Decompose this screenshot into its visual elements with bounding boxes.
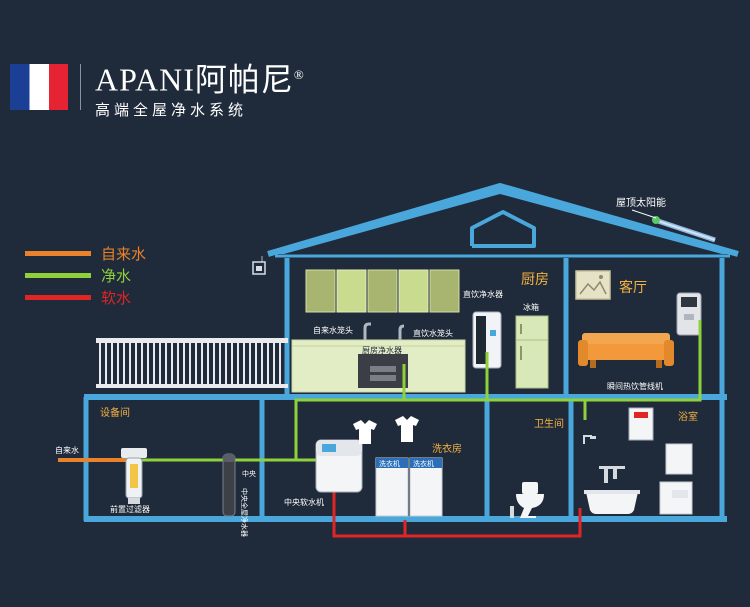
legend: 自来水 净水 软水 [25, 242, 146, 308]
water-heater-icon [628, 407, 654, 441]
fridge-label: 冰箱 [523, 302, 539, 312]
legend-item-tap-water: 自来水 [25, 242, 146, 264]
shirt-icon [353, 420, 377, 444]
direct-drink-faucet-icon [398, 324, 405, 340]
toilet-icon [516, 482, 544, 518]
kitchen-purifier-label: 厨房净水器 [362, 345, 402, 355]
bathtub-icon [584, 490, 640, 514]
roof [267, 183, 739, 258]
legend-label: 净水 [101, 266, 132, 285]
instant-hot-dispenser-label: 瞬间热饮管线机 [607, 381, 663, 391]
brand-name-cn: 阿帕尼 [194, 61, 294, 98]
whole-house-purifier-icon [222, 453, 236, 517]
solar-panel-icon [652, 216, 716, 243]
whole-house-purifier-label-1: 中央 [242, 469, 256, 478]
kitchen-counter [291, 339, 466, 393]
central-softener-icon [315, 439, 363, 493]
whole-house-purifier-label: 中央全屋净水器 [240, 488, 249, 537]
shirt-icons [353, 416, 419, 444]
toilet-brush-icon [510, 506, 514, 518]
shirt-icon [395, 416, 419, 442]
legend-label: 软水 [101, 288, 132, 307]
legend-swatch [25, 250, 91, 256]
upper-floor-walls [284, 258, 725, 397]
legend-item-pure-water: 净水 [25, 264, 146, 286]
registered-mark: ® [293, 67, 305, 82]
wall-lamp-icon [252, 256, 266, 275]
laundry-label: 洗衣房 [432, 442, 462, 455]
wall-painting-icon [575, 270, 611, 300]
sofa-icon [578, 333, 674, 368]
legend-item-soft-water: 软水 [25, 286, 146, 308]
pre-filter-icon [121, 448, 147, 504]
washing-machines [375, 457, 443, 517]
faucet-icon [363, 322, 371, 340]
living-room-label: 客厅 [619, 279, 647, 296]
soft-water-pipes [332, 488, 582, 538]
shower-icon [583, 435, 596, 444]
legend-label: 自来水 [101, 244, 147, 263]
legend-swatch [25, 272, 91, 278]
roof-solar-label: 屋顶太阳能 [616, 196, 666, 209]
faucet-label: 自来水笼头 [313, 325, 353, 335]
kitchen-upper-cabinets [305, 269, 460, 313]
washbasin-icon [659, 443, 693, 515]
fridge-icon [515, 315, 549, 389]
tap-water-inlet-label: 自来水 [55, 445, 79, 455]
equipment-room-label: 设备间 [100, 406, 130, 419]
instant-hot-dispenser-icon [676, 292, 702, 336]
brand-tagline: 高端全屋净水系统 [95, 100, 248, 119]
legend-swatch [25, 294, 91, 300]
ground-slab [84, 516, 727, 522]
direct-drink-faucet-label: 直饮水笼头 [413, 328, 453, 338]
bathroom-label: 卫生间 [534, 417, 564, 430]
central-softener-label: 中央软水机 [284, 497, 324, 507]
balcony-railing [96, 338, 288, 388]
france-flag-icon [10, 64, 68, 110]
shower-room-label: 浴室 [678, 410, 698, 423]
washer-2-label: 洗衣机 [413, 459, 434, 468]
brand-name: APANI阿帕尼® [95, 58, 305, 97]
towel-rack-icon [599, 466, 625, 483]
brand-block: APANI阿帕尼® 高端全屋净水系统 [95, 58, 305, 120]
brand-name-latin: APANI [95, 61, 195, 98]
pre-filter-label: 前置过滤器 [110, 504, 150, 514]
brand-divider [80, 64, 81, 110]
washer-1-label: 洗衣机 [379, 459, 400, 468]
kitchen-label: 厨房 [521, 272, 549, 288]
direct-purifier-label: 直饮净水器 [463, 289, 503, 299]
